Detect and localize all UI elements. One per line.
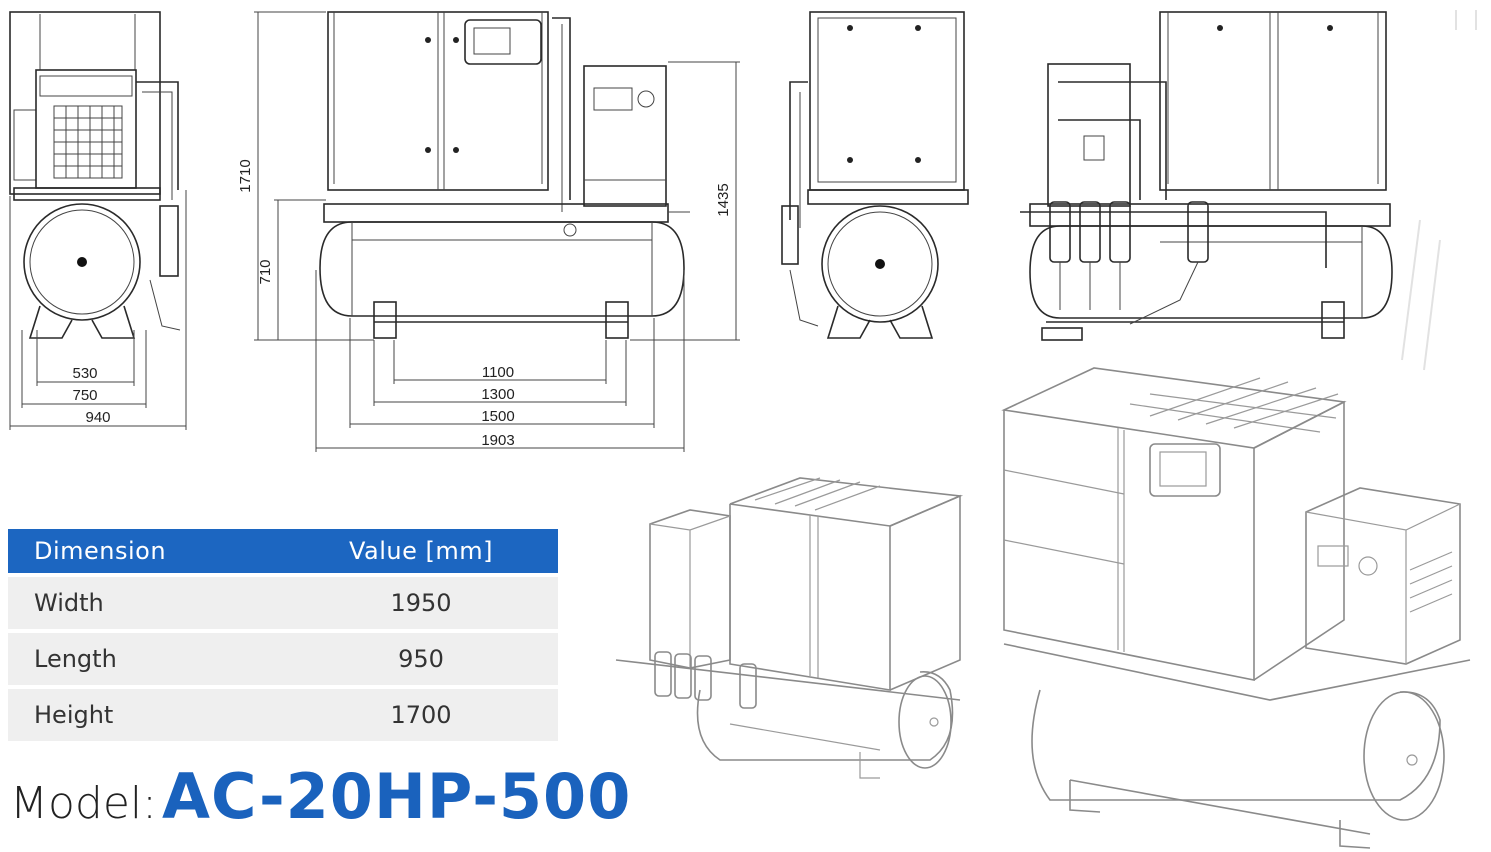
dim-side-length-3: 1500 [481,408,514,425]
dim-side-length-2: 1300 [481,386,514,403]
dim-front-width-3: 940 [85,409,110,426]
dim-front-width-1: 530 [72,365,97,382]
dim-side-height-2: 710 [257,259,274,284]
isometric-machine-small [615,477,964,779]
table-header-row: Dimension Value [mm] [8,529,558,573]
model-heading: Model: AC-20HP-500 [10,760,631,833]
row-value-height: 1700 [284,685,558,741]
model-label: Model: [10,778,157,829]
dim-front-width-2: 750 [72,387,97,404]
side-view-drawing: 1710 710 1435 1100 1300 1500 1903 [237,11,740,452]
table-row: Width 1950 [8,573,558,629]
dim-side-length-4: 1903 [481,432,514,449]
dim-side-height-1: 1710 [237,159,254,192]
dim-side-length-1: 1100 [482,364,514,381]
column-header-value: Value [mm] [284,529,558,573]
row-value-length: 950 [284,629,558,685]
dimension-table: Dimension Value [mm] Width 1950 Length 9… [8,529,558,741]
row-label-width: Width [8,573,284,629]
column-header-dimension: Dimension [8,529,284,573]
row-label-length: Length [8,629,284,685]
model-value: AC-20HP-500 [162,760,632,833]
dim-side-height-3: 1435 [715,183,732,216]
rear-view-drawing [781,11,969,339]
table-row: Length 950 [8,629,558,685]
isometric-machine-large [1001,367,1471,849]
table-row: Height 1700 [8,685,558,741]
filter-side-view-drawing [1020,11,1393,341]
decorative-strokes [1401,10,1477,371]
front-view-drawing: 530 750 940 [9,11,187,430]
row-value-width: 1950 [284,573,558,629]
row-label-height: Height [8,685,284,741]
